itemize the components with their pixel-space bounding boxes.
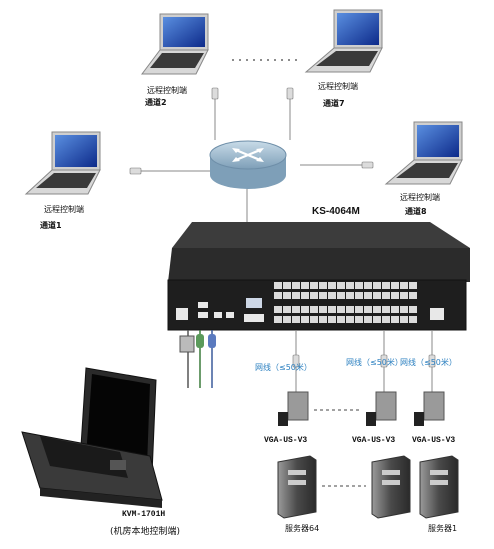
router-icon bbox=[209, 140, 287, 189]
laptop-label: 远程控制端 bbox=[44, 205, 84, 214]
channel-label: 通道7 bbox=[323, 99, 345, 108]
adapter-model-label: VGA-US-V3 bbox=[352, 436, 396, 445]
laptop-label: 远程控制端 bbox=[400, 193, 440, 202]
network-lines bbox=[130, 95, 370, 222]
adapter-model-label: VGA-US-V3 bbox=[264, 436, 308, 445]
console-model-label: KVM-1701H bbox=[122, 510, 166, 519]
cable-plug-icon bbox=[129, 87, 374, 175]
laptop-icon bbox=[304, 9, 383, 73]
adapter-model-label: VGA-US-V3 bbox=[412, 436, 456, 445]
channel-label: 通道2 bbox=[145, 98, 167, 107]
laptop-label: 远程控制端 bbox=[147, 86, 187, 95]
server-label: 服务器1 bbox=[428, 524, 458, 533]
server-icon bbox=[277, 455, 459, 519]
vga-adapter-icon bbox=[278, 391, 445, 426]
cable-length-label: 网线（≤50米） bbox=[400, 358, 457, 367]
channel-label: 通道8 bbox=[405, 207, 427, 216]
cable-length-label: 网线（≤50米） bbox=[346, 358, 403, 367]
channel-label: 通道1 bbox=[40, 221, 62, 230]
console-desc-label: (机房本地控制端) bbox=[110, 527, 181, 537]
switch-model-label: KS-4064M bbox=[312, 206, 360, 217]
server-label: 服务器64 bbox=[285, 524, 320, 533]
laptop-icon bbox=[141, 13, 209, 75]
cable-plug-icon bbox=[292, 354, 436, 368]
laptop-label: 远程控制端 bbox=[318, 82, 358, 91]
laptop-icon bbox=[24, 131, 101, 195]
cable-length-label: 网线（≤50米） bbox=[255, 363, 312, 372]
kvm-switch-icon bbox=[167, 222, 470, 331]
console-connector-icon bbox=[179, 330, 216, 388]
console-drawer-icon bbox=[21, 367, 163, 508]
laptop-icon bbox=[384, 121, 463, 185]
